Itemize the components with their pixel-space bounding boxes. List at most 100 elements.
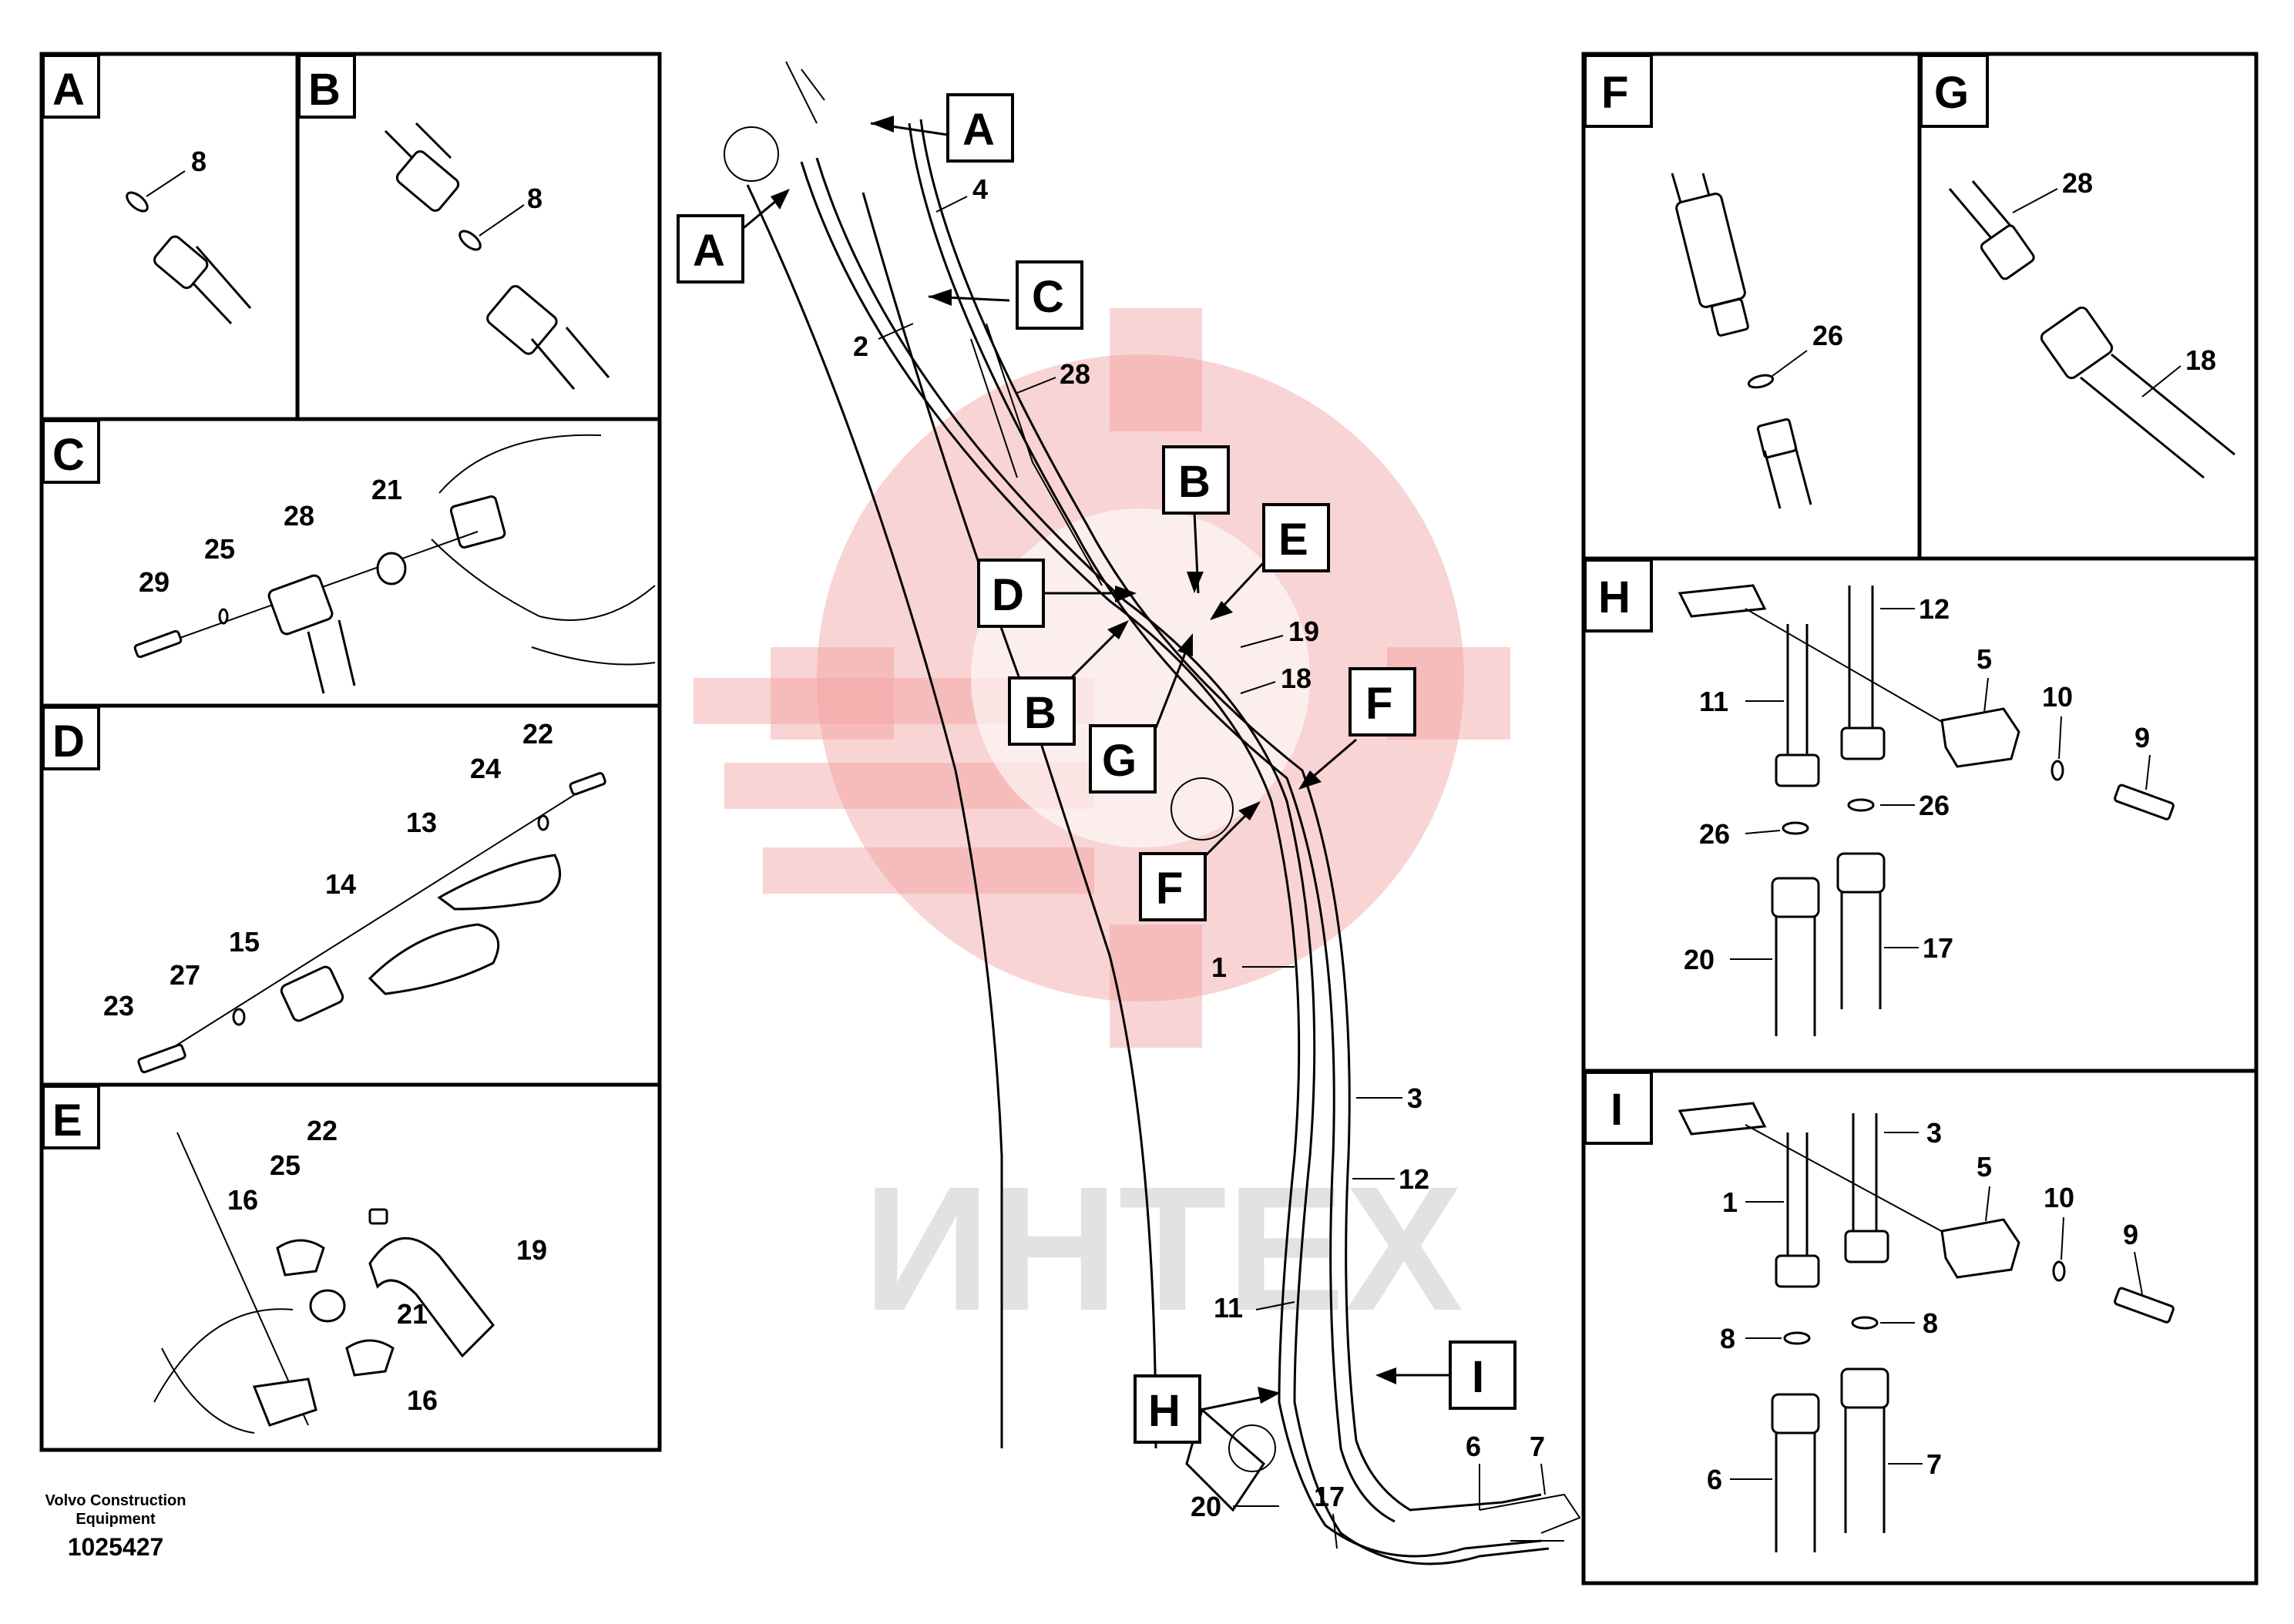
label-27: 27 — [170, 959, 200, 991]
panel-I: I 3 5 1 10 9 8 8 6 7 — [1581, 1069, 2259, 1585]
label-12: 12 — [1399, 1163, 1429, 1195]
label-3: 3 — [1926, 1117, 1942, 1149]
label-22: 22 — [307, 1115, 338, 1146]
label-29: 29 — [139, 566, 170, 598]
label-17: 17 — [1314, 1481, 1345, 1512]
callout-C: C — [928, 260, 1083, 330]
svg-text:B: B — [1178, 457, 1211, 507]
svg-text:B: B — [1024, 688, 1056, 738]
panel-letter: F — [1601, 68, 1628, 118]
label-21: 21 — [371, 474, 402, 505]
panel-H: H 12 11 5 10 9 26 26 20 — [1581, 556, 2259, 1073]
label-18: 18 — [1281, 663, 1312, 694]
label-28: 28 — [2062, 167, 2093, 199]
label-3: 3 — [1407, 1082, 1422, 1114]
label-19: 19 — [516, 1234, 547, 1266]
label-2: 2 — [853, 331, 868, 362]
label-1: 1 — [1722, 1186, 1738, 1218]
label-17: 17 — [1923, 932, 1953, 964]
label-16: 16 — [227, 1184, 258, 1216]
label-13: 13 — [406, 807, 437, 838]
company-name: Volvo Construction Equipment — [45, 1492, 186, 1528]
label-23: 23 — [103, 990, 134, 1022]
label-20: 20 — [1191, 1491, 1221, 1522]
label-6: 6 — [1707, 1464, 1722, 1495]
label-11: 11 — [1214, 1292, 1243, 1324]
callout-F-left: F — [1139, 801, 1261, 921]
svg-text:A: A — [693, 226, 725, 276]
panel-letter: C — [52, 430, 85, 480]
label-8: 8 — [1720, 1323, 1735, 1354]
callout-A-left: A — [677, 189, 790, 284]
label-16: 16 — [407, 1384, 438, 1416]
label-10: 10 — [2042, 681, 2073, 713]
panel-letter: A — [52, 65, 85, 115]
svg-text:G: G — [1102, 736, 1137, 786]
callout-B-top: B — [1162, 445, 1230, 594]
arm-assembly — [724, 61, 1581, 1565]
label-4: 4 — [972, 173, 988, 205]
callout-E: E — [1210, 503, 1330, 620]
label-24: 24 — [470, 753, 501, 784]
watermark-text: ИНТЕХ — [863, 1149, 1463, 1347]
panel-letter: B — [308, 65, 341, 115]
callout-B-left: B — [1008, 620, 1129, 746]
svg-text:F: F — [1365, 679, 1392, 729]
label-7: 7 — [1926, 1448, 1942, 1480]
panel-B: B 8 — [295, 52, 662, 421]
document-number: 1025427 — [67, 1533, 164, 1561]
callout-I: I — [1375, 1340, 1516, 1410]
panel-D: D 22 24 13 14 15 27 23 — [39, 703, 662, 1087]
svg-text:A: A — [962, 105, 995, 155]
svg-text:D: D — [992, 570, 1024, 620]
svg-text:I: I — [1472, 1352, 1484, 1402]
label-7: 7 — [1530, 1431, 1545, 1462]
svg-text:H: H — [1148, 1386, 1181, 1436]
callout-F-right: F — [1298, 667, 1416, 790]
label-26: 26 — [1919, 790, 1950, 821]
label-28: 28 — [284, 500, 314, 532]
label-9: 9 — [2123, 1219, 2138, 1250]
callout-A-top: A — [870, 93, 1014, 163]
panel-F: F 26 — [1581, 52, 1922, 561]
main-callouts: A A C B E D — [677, 93, 1516, 1444]
label-1: 1 — [1211, 951, 1227, 983]
label-11: 11 — [1699, 686, 1728, 717]
panel-letter: D — [52, 716, 85, 767]
label-6: 6 — [1466, 1431, 1481, 1462]
label-9: 9 — [2134, 722, 2150, 753]
label-22: 22 — [522, 718, 553, 750]
panel-G: G 28 18 — [1917, 52, 2259, 561]
panel-letter: G — [1934, 68, 1969, 118]
panel-A: A 8 — [39, 52, 300, 421]
label-12: 12 — [1919, 593, 1950, 625]
panel-letter: I — [1611, 1085, 1623, 1135]
main-labels: 4 2 28 19 18 1 3 12 11 6 7 20 17 — [853, 173, 1546, 1549]
label-19: 19 — [1288, 616, 1319, 647]
label-5: 5 — [1977, 1151, 1992, 1183]
panel-letter: H — [1598, 572, 1631, 622]
svg-text:E: E — [1278, 515, 1308, 565]
panel-E: E 22 25 16 19 21 16 — [39, 1082, 662, 1452]
panel-letter: E — [52, 1096, 82, 1146]
label-21: 21 — [397, 1298, 428, 1330]
label-25: 25 — [204, 533, 235, 565]
label-26: 26 — [1699, 818, 1730, 850]
label-15: 15 — [229, 926, 260, 958]
callout-D: D — [977, 559, 1137, 628]
label-14: 14 — [325, 868, 356, 900]
label-20: 20 — [1684, 944, 1715, 975]
label-10: 10 — [2044, 1182, 2074, 1213]
svg-text:F: F — [1156, 864, 1183, 914]
label-26: 26 — [1812, 320, 1843, 351]
label-8: 8 — [1923, 1307, 1938, 1339]
callout-G: G — [1089, 633, 1193, 794]
label-8: 8 — [527, 183, 542, 214]
svg-text:C: C — [1032, 272, 1064, 322]
label-28: 28 — [1060, 358, 1090, 390]
panel-C: C 29 25 28 21 — [39, 417, 662, 708]
label-18: 18 — [2185, 344, 2216, 376]
label-5: 5 — [1977, 643, 1992, 675]
